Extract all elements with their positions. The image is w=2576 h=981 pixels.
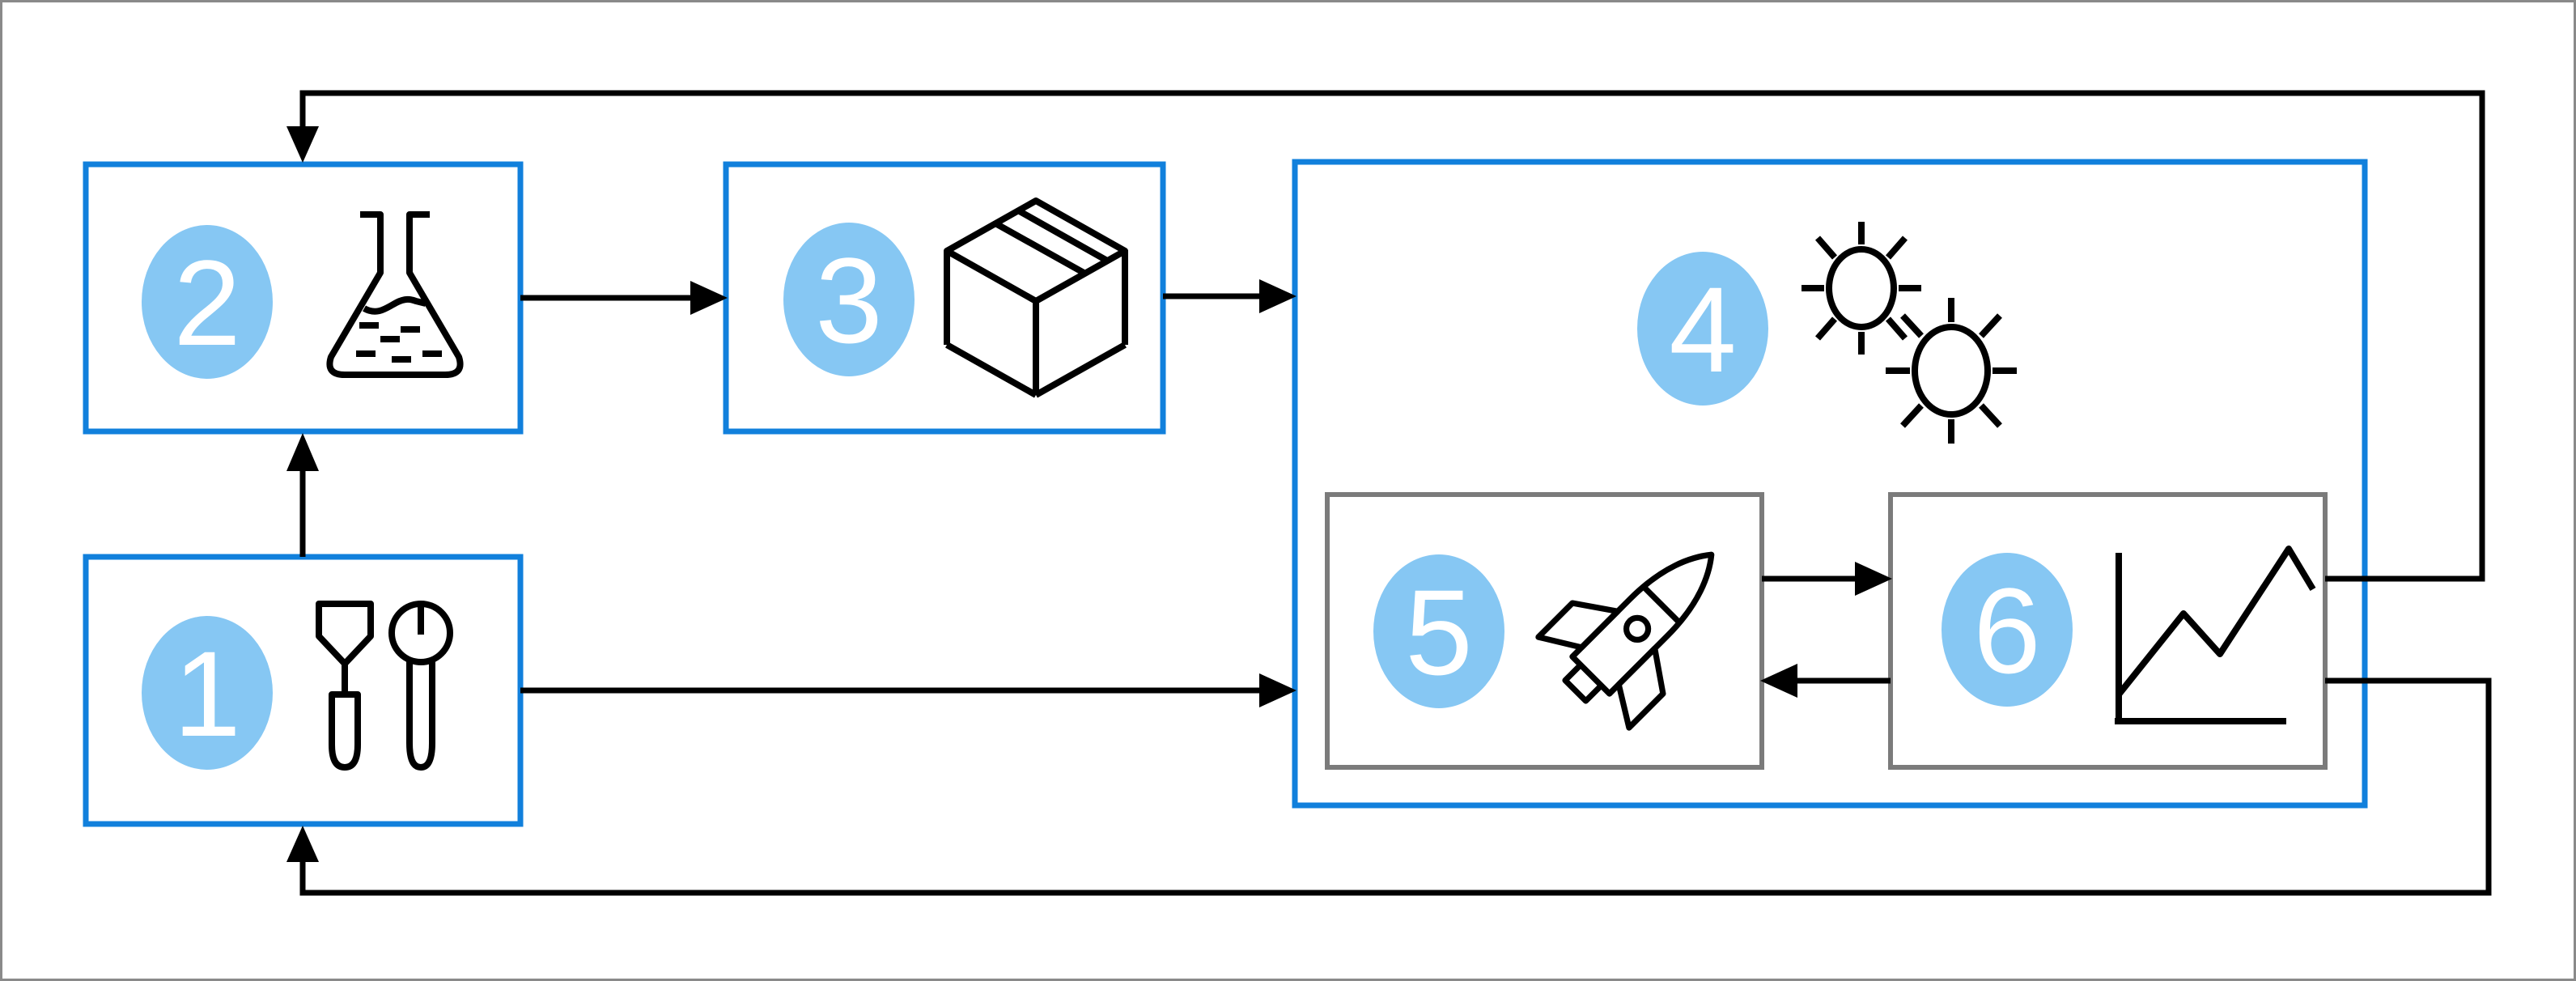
step-badge-3: 3 (783, 223, 915, 376)
step-number-4: 4 (1669, 261, 1736, 397)
tools-icon (316, 601, 453, 771)
step-box-6 (1888, 492, 2328, 770)
arrow-5-to-6 (1762, 562, 1892, 596)
arrow-6-to-5 (1760, 664, 1891, 698)
step-number-3: 3 (815, 232, 882, 368)
arrow-2-to-3 (520, 281, 728, 315)
step-badge-1: 1 (142, 616, 273, 770)
line-chart-icon (2115, 546, 2316, 724)
step-number-6: 6 (1973, 563, 2040, 699)
rocket-icon (1535, 551, 1715, 731)
step-number-5: 5 (1405, 564, 1472, 700)
step-number-1: 1 (173, 626, 240, 762)
arrow-3-to-4 (1163, 279, 1296, 313)
flask-icon (326, 211, 464, 378)
step-badge-4: 4 (1637, 252, 1768, 406)
step-number-2: 2 (173, 235, 240, 371)
arrow-1-to-2 (286, 433, 319, 557)
step-badge-2: 2 (142, 225, 273, 379)
arrow-1-to-4 (520, 673, 1296, 707)
step-badge-6: 6 (1942, 553, 2073, 707)
germs-icon (1802, 222, 2017, 444)
feedback-loop-top (286, 90, 2485, 582)
step-box-5 (1325, 492, 1764, 770)
package-icon (944, 197, 1128, 398)
step-box-4 (1292, 159, 2368, 809)
feedback-loop-bottom (286, 677, 2492, 896)
step-badge-5: 5 (1373, 554, 1504, 708)
